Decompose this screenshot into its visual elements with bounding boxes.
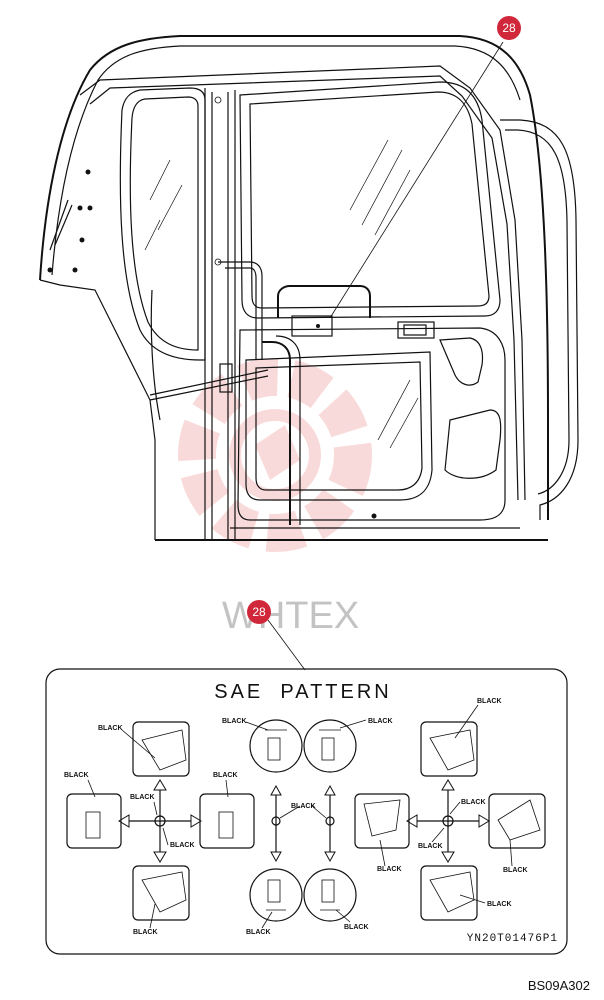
arrow-down-icon	[441, 851, 455, 863]
bucket-dump-panel-icon	[488, 793, 546, 849]
left-control-cross	[118, 779, 202, 863]
bucket-up-panel-icon	[420, 721, 478, 777]
watermark-gear-icon	[178, 358, 372, 552]
black-label: BLACK	[222, 718, 247, 725]
callout-number-top: 28	[502, 21, 516, 35]
boom-down-panel-icon	[132, 865, 190, 921]
center-control-cross	[270, 784, 336, 863]
decal-title: SAE PATTERN	[214, 681, 392, 703]
bucket-curl-panel-icon	[354, 793, 410, 849]
watermark-text: WHTEX	[222, 595, 359, 637]
black-label: BLACK	[461, 799, 486, 806]
callout-number-bottom: 28	[252, 605, 266, 619]
black-label: BLACK	[170, 842, 195, 849]
black-label: BLACK	[377, 866, 402, 873]
arrow-up-icon	[441, 779, 455, 791]
boom-lower-panel-icon	[420, 865, 478, 921]
arm-out-panel-icon	[66, 793, 122, 849]
decal-part-number: YN20T01476P1	[467, 933, 558, 945]
boom-up-panel-icon	[132, 721, 190, 777]
black-label: BLACK	[213, 772, 238, 779]
swing-right-circle-icon	[303, 719, 357, 773]
arm-in-panel-icon	[199, 793, 255, 849]
black-label: BLACK	[291, 803, 316, 810]
black-label: BLACK	[477, 698, 502, 705]
travel-right-circle-icon	[303, 868, 357, 922]
callout-badge-top	[497, 16, 521, 40]
callout-28-top[interactable]: 28	[497, 16, 521, 40]
right-control-cross	[406, 779, 490, 863]
decal-frame	[45, 668, 568, 955]
arrow-right-icon	[190, 814, 202, 828]
callout-28-bottom[interactable]: 28	[247, 600, 306, 671]
arrow-left-icon	[118, 814, 130, 828]
callout-badge-bottom	[247, 600, 271, 624]
black-label: BLACK	[98, 725, 123, 732]
black-label: BLACK	[487, 901, 512, 908]
black-label: BLACK	[503, 867, 528, 874]
black-label: BLACK	[133, 929, 158, 936]
black-label: BLACK	[368, 718, 393, 725]
arrow-down-icon	[153, 851, 167, 863]
travel-left-circle-icon	[249, 868, 303, 922]
sae-pattern-decal: SAE PATTERN YN20T01476P1	[45, 668, 568, 955]
arrow-right-icon	[478, 814, 490, 828]
black-label: BLACK	[64, 772, 89, 779]
figure-code: BS09A302	[528, 978, 590, 993]
black-label: BLACK	[246, 929, 271, 936]
arrow-up-icon	[153, 779, 167, 791]
cab-door-drawing	[39, 35, 579, 541]
watermark	[178, 358, 372, 552]
arrow-left-icon	[406, 814, 418, 828]
black-label: BLACK	[418, 843, 443, 850]
black-label: BLACK	[130, 794, 155, 801]
swing-left-circle-icon	[249, 719, 303, 773]
black-label: BLACK	[344, 924, 369, 931]
